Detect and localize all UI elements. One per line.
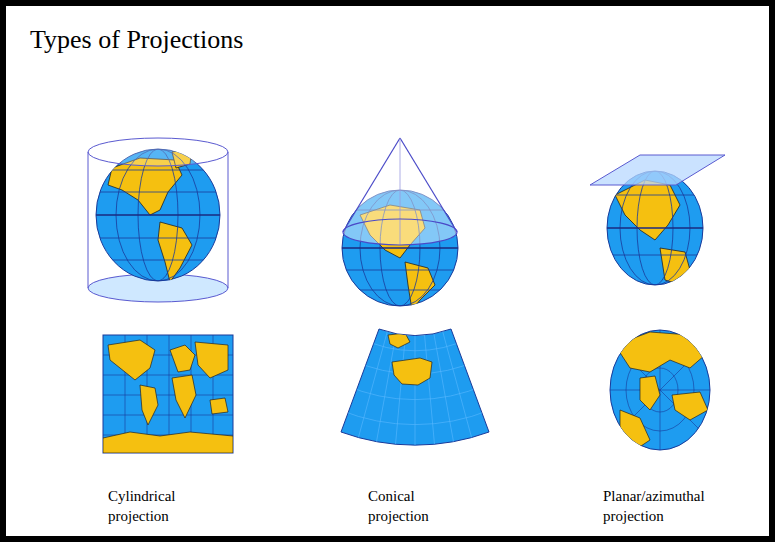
projection-caption: Conical projection bbox=[368, 486, 448, 527]
cylindrical-map bbox=[103, 335, 233, 453]
projection-caption: Planar/azimuthal projection bbox=[603, 486, 723, 527]
projection-caption: Cylindrical projection bbox=[108, 486, 198, 527]
plane-globe bbox=[590, 155, 725, 285]
cylinder-globe bbox=[88, 138, 228, 302]
frame-border bbox=[3, 3, 772, 539]
azimuthal-map bbox=[610, 330, 710, 450]
conical-map bbox=[340, 230, 490, 450]
diagram-title: Types of Projections bbox=[30, 24, 243, 55]
cone-globe bbox=[340, 138, 460, 310]
